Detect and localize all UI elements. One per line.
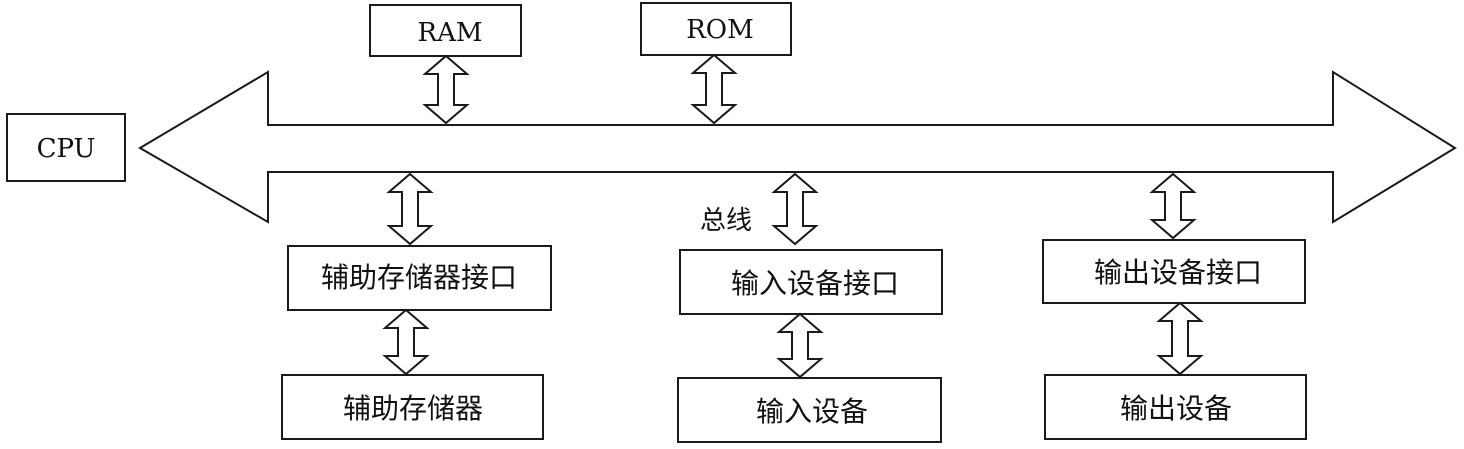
aux-interface-storage-arrow [382,308,430,376]
rom-node: ROM [640,2,792,56]
input-interface-box [679,249,943,315]
aux-storage-interface-box [287,245,552,311]
cpu-box [6,113,126,182]
output-interface-label: 输出设备接口 [1094,256,1262,289]
input-device-label: 输入设备 [756,395,868,428]
bus-output-interface-arrow [1149,172,1197,240]
aux-storage-interface-node: 辅助存储器接口 [287,245,552,311]
aux-storage-node: 辅助存储器 [281,374,544,440]
output-interface-node: 输出设备接口 [1042,239,1306,304]
input-interface-device-arrow [776,312,824,379]
system-bus-arrow [138,70,1457,224]
output-device-label: 输出设备 [1120,392,1232,425]
output-interface-box [1042,239,1306,304]
cpu-label: CPU [37,134,96,164]
bus-aux-interface-arrow [386,172,434,246]
ram-label: RAM [418,18,483,48]
output-interface-device-arrow [1156,301,1204,376]
bus-label: 总线 [700,206,752,236]
aux-storage-box [281,374,544,440]
output-device-node: 输出设备 [1044,374,1307,440]
ram-node: RAM [369,4,522,57]
rom-bus-arrow [690,53,738,125]
connector-arrows [382,53,1204,379]
input-device-box [677,377,942,443]
bus-input-interface-arrow [771,172,819,246]
rom-label: ROM [686,15,754,45]
aux-storage-interface-label: 辅助存储器接口 [321,261,517,294]
ram-bus-arrow [422,54,470,125]
input-interface-label: 输入设备接口 [731,267,899,300]
aux-storage-label: 辅助存储器 [343,392,483,425]
input-interface-node: 输入设备接口 [679,249,943,315]
output-device-box [1044,374,1307,440]
cpu-node: CPU [6,113,126,182]
rom-box [640,2,792,56]
input-device-node: 输入设备 [677,377,942,443]
